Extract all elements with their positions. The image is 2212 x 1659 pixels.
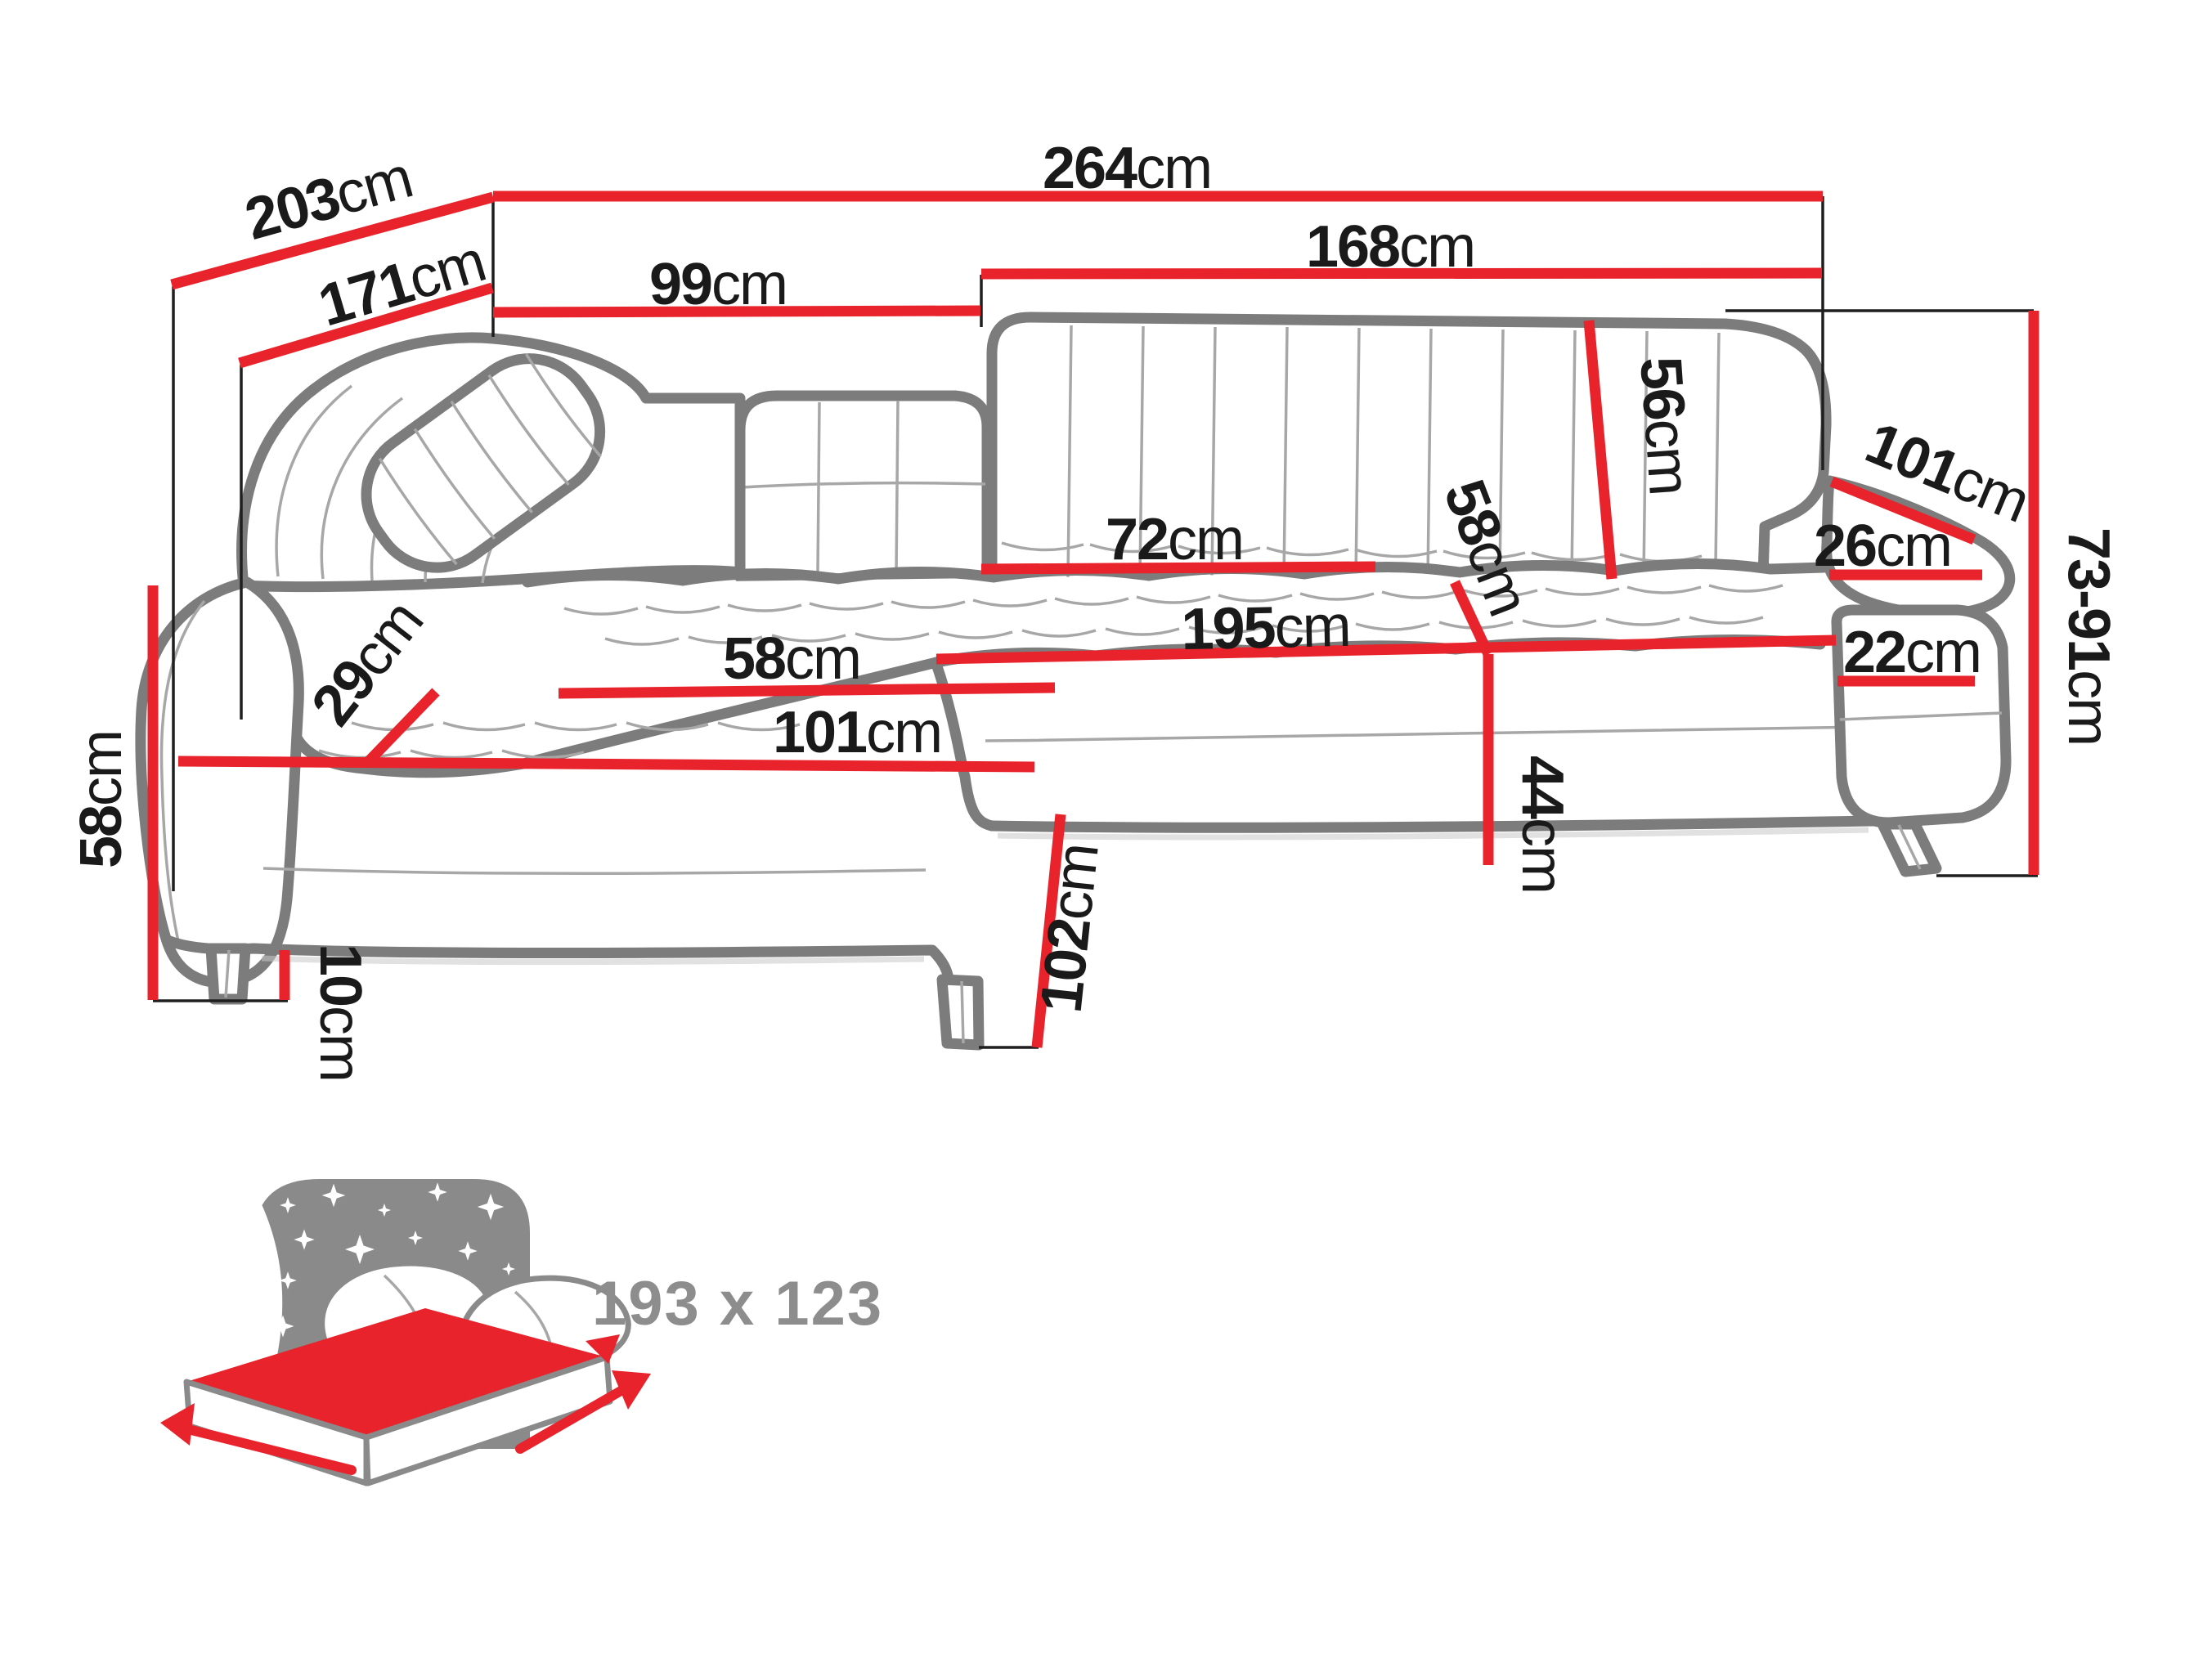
dim-seat-depth-label: 72cm: [1106, 507, 1243, 572]
dim-back-right-line: [980, 267, 1823, 280]
dim-seat-width-label: 195cm: [1181, 594, 1351, 662]
dim-total-depth-line: [170, 191, 495, 290]
sofa-seat-area: [291, 567, 1824, 770]
dim-back-left-line: [492, 305, 981, 318]
mattress-length-arrowhead-2: [586, 1334, 620, 1364]
sofa-backrest-channel-seams: [1066, 325, 1721, 580]
dim-inner-depth-label: 171cm: [312, 228, 491, 339]
sofa-middle-back: [734, 390, 993, 586]
dim-inner-depth-line: [238, 282, 494, 369]
dim-back-left-label: 99cm: [649, 252, 787, 317]
sofa-seat-top-edge: [522, 558, 1829, 588]
dim-chaise-front-depth-line: [1031, 814, 1066, 1048]
sofa-main-base-seam: [985, 725, 1867, 742]
sofa-leg-seams: [224, 824, 1922, 1044]
sofa-main-base-bottom: [986, 815, 1878, 833]
dim-back-right-label: 168cm: [1306, 214, 1474, 280]
dim-chaise-length-line: [177, 756, 1035, 773]
sofa-leg-front-middle: [936, 974, 985, 1051]
mattress-top: [186, 1308, 607, 1437]
mattress-length-arrow: [515, 1382, 633, 1454]
dim-backrest-height-label: 56cm: [1627, 355, 1703, 496]
dim-chaise-front-depth-label: 102cm: [1029, 841, 1111, 1016]
mattress-length-arrowhead: [612, 1370, 651, 1410]
sleeping-area-icon: 193 x 123: [157, 1174, 883, 1486]
dim-overall-height-label: 73-91cm: [2056, 527, 2121, 745]
sofa-middle-back-seams: [742, 400, 986, 575]
sofa-chaise-armrest-seam: [159, 599, 206, 949]
dim-seat-width-line: [936, 634, 1837, 665]
dim-armrest-front-label: 22cm: [1843, 620, 1981, 685]
dim-seat-depth-line: [980, 561, 1376, 575]
sofa-base-step-edge: [931, 658, 998, 832]
dim-armrest-top-width-label: 26cm: [1814, 513, 1951, 579]
dim-side-height-label: 58cm: [69, 731, 134, 868]
dim-armrest-length-line: [1829, 476, 1976, 545]
dim-seat-height-label: 44cm: [1510, 756, 1575, 893]
sofa-chaise-armrest: [135, 576, 304, 988]
dim-chaise-seat-width-label: 58cm: [723, 626, 860, 692]
mattress-width-arrowhead: [160, 1403, 195, 1446]
sofa-seat-tufts-row1: [563, 584, 1784, 616]
dim-chaise-length-label: 101cm: [773, 700, 941, 765]
dim-leg-height-label: 10cm: [307, 944, 373, 1081]
dim-backrest-height-line: [1583, 320, 1617, 580]
dim-chaise-corner-line: [362, 688, 440, 768]
sofa-chaise-base-seam: [262, 867, 927, 876]
sleeping-area-size-label: 193 x 123: [592, 1269, 883, 1338]
sofa-backrest-tuft-row: [1001, 541, 1703, 563]
extension-lines: [153, 196, 2038, 1049]
dim-chaise-seat-width-line: [558, 682, 1056, 699]
mattress-width-arrow: [177, 1423, 357, 1475]
dimension-lines: [147, 191, 2039, 1048]
dim-seat-back-diagonal-line: [1450, 580, 1493, 657]
sofa-right-armrest-seam: [1839, 711, 2003, 721]
sofa-base-shadow: [261, 827, 1869, 966]
headrest-pillow: [361, 353, 606, 573]
dim-total-width-label: 264cm: [1043, 136, 1211, 201]
